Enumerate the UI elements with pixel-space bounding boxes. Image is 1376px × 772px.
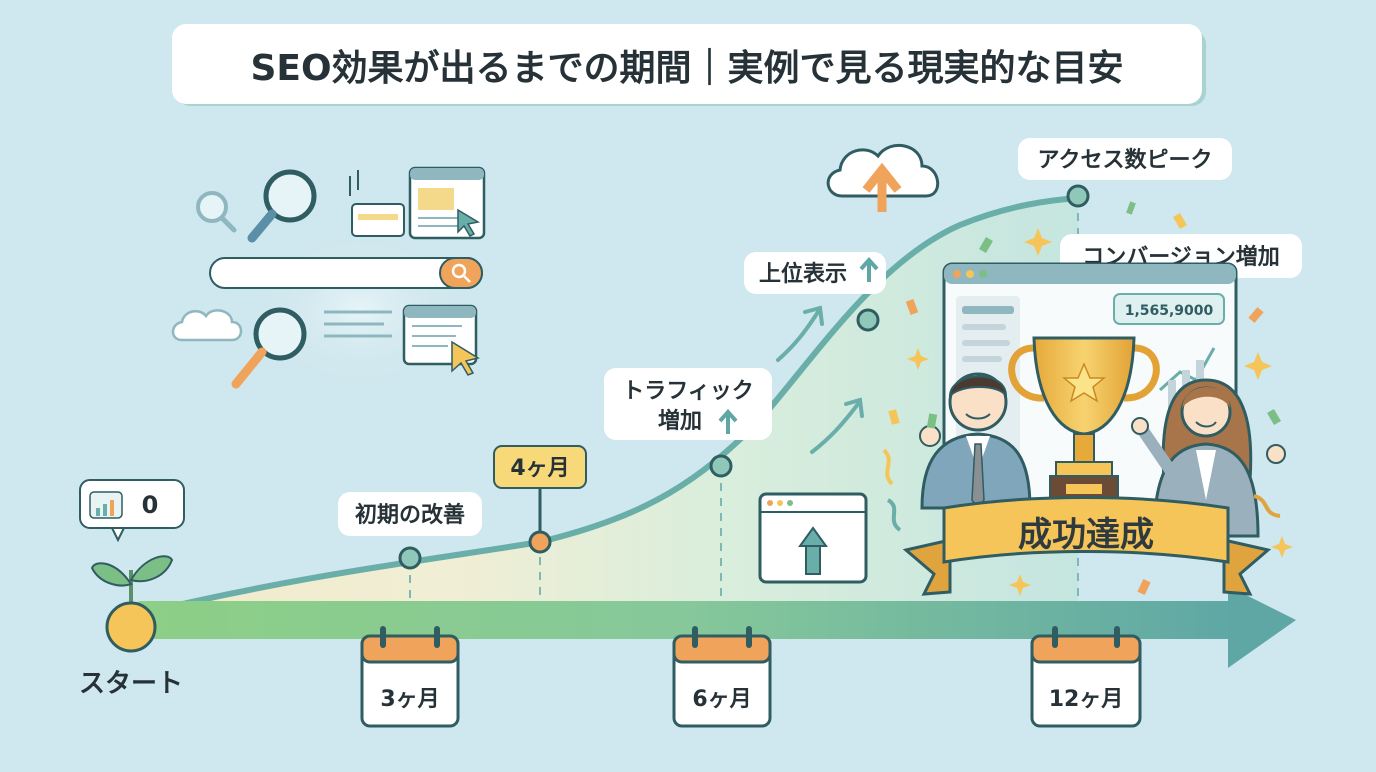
browser-up-icon xyxy=(758,492,868,584)
calendar-label: 3ヶ月 xyxy=(380,687,439,712)
label-initial: 初期の改善 xyxy=(355,502,465,528)
magnifier-icon xyxy=(247,169,317,243)
node-top-rank xyxy=(856,308,880,332)
bar-chart-icon xyxy=(89,491,123,519)
calendar-6-months: 6ヶ月 xyxy=(672,626,772,728)
magnifier-icon xyxy=(196,191,237,233)
label-traffic-line1: トラフィック xyxy=(622,379,754,404)
label-four-months-bubble: 4ヶ月 xyxy=(493,445,587,489)
cloud-icon xyxy=(171,309,243,342)
search-bar xyxy=(209,257,483,289)
label-top-rank-bubble: 上位表示 xyxy=(744,252,886,294)
node-traffic xyxy=(709,454,733,478)
magnifier-icon xyxy=(231,307,307,389)
success-banner: 成功達成 xyxy=(902,496,1272,596)
label-peak-bubble: アクセス数ピーク xyxy=(1018,138,1232,180)
trend-arrow-icon xyxy=(776,305,864,454)
confetti xyxy=(882,201,1293,596)
start-counter-bubble: 0 xyxy=(79,479,185,543)
label-top-rank: 上位表示 xyxy=(759,261,847,287)
up-arrow-icon xyxy=(859,256,879,282)
node-peak xyxy=(1066,184,1090,208)
cursor-icon xyxy=(457,208,481,237)
sprout-icon xyxy=(90,555,174,653)
businesswoman-avatar xyxy=(1131,378,1286,538)
cloud-upload-icon xyxy=(826,144,940,212)
browser-window-icon xyxy=(408,166,486,240)
text-lines xyxy=(324,310,392,338)
cursor-icon xyxy=(451,340,480,376)
calendar-label: 12ヶ月 xyxy=(1049,687,1124,712)
start-count: 0 xyxy=(142,491,159,519)
search-illustration xyxy=(171,166,486,390)
small-chart-icon xyxy=(349,170,359,196)
label-four-months: 4ヶ月 xyxy=(510,456,569,481)
web-card xyxy=(351,203,405,237)
timeline-arrow xyxy=(135,586,1296,668)
calendar-12-months: 12ヶ月 xyxy=(1030,626,1142,728)
label-traffic-bubble: トラフィック 増加 xyxy=(604,368,772,440)
start-label: スタート xyxy=(79,669,183,699)
label-peak: アクセス数ピーク xyxy=(1038,147,1213,173)
calendar-3-months: 3ヶ月 xyxy=(360,626,460,728)
node-four-months xyxy=(528,530,552,554)
growth-curve xyxy=(132,195,1081,618)
banner-text: 成功達成 xyxy=(1018,515,1154,555)
node-initial xyxy=(398,546,422,570)
label-traffic-line2: 増加 xyxy=(658,408,702,434)
businessman-avatar xyxy=(919,372,1032,510)
up-arrow-icon xyxy=(718,408,738,434)
trophy-icon xyxy=(1008,336,1160,503)
success-scene: 1,565,9000 xyxy=(882,201,1293,596)
calendar-label: 6ヶ月 xyxy=(692,687,751,712)
label-initial-bubble: 初期の改善 xyxy=(338,492,482,536)
search-icon xyxy=(451,263,471,283)
page-title: SEO効果が出るまでの期間｜実例で見る現実的な目安 xyxy=(250,47,1123,89)
browser-window-icon xyxy=(402,304,480,376)
dashboard-value: 1,565,9000 xyxy=(1125,303,1214,319)
title-card: SEO効果が出るまでの期間｜実例で見る現実的な目安 xyxy=(172,24,1206,106)
dashboard-value-tag: 1,565,9000 xyxy=(1113,293,1225,325)
